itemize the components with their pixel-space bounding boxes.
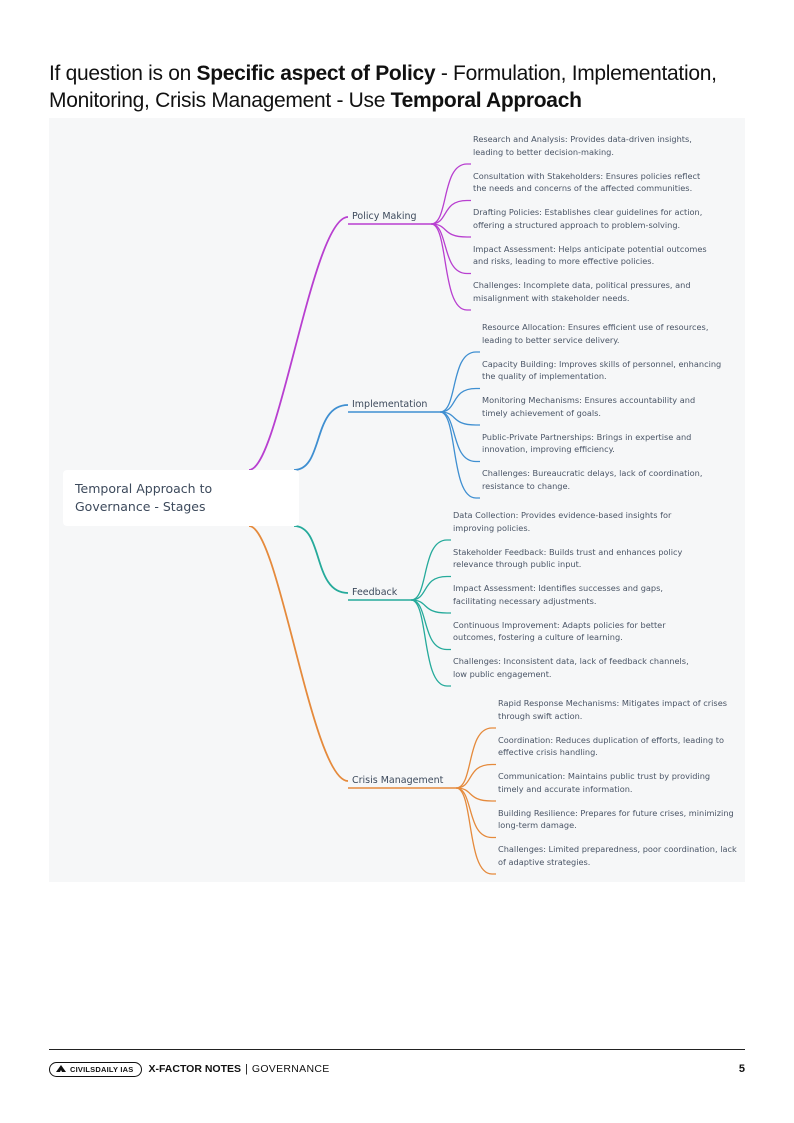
leaf-connector bbox=[455, 787, 496, 875]
heading-text-2: - Formulation, Implementation, Monitorin… bbox=[49, 62, 717, 112]
leaf-item: Impact Assessment: Identifies successes … bbox=[453, 583, 663, 606]
leaf-item: Consultation with Stakeholders: Ensures … bbox=[473, 170, 701, 194]
leaf-connector bbox=[410, 599, 451, 687]
leaf-connector bbox=[430, 199, 471, 225]
leaf-connector bbox=[410, 539, 451, 601]
mindmap-panel: Temporal Approach to Governance - Stages… bbox=[49, 118, 745, 882]
leaf-connector bbox=[410, 575, 451, 601]
mindmap-connectors bbox=[248, 163, 496, 875]
leaf-item: Drafting Policies: Establishes clear gui… bbox=[473, 207, 703, 230]
leaf-connector bbox=[430, 163, 471, 225]
leaf-item: Stakeholder Feedback: Builds trust and e… bbox=[453, 546, 683, 570]
leaf-item: Challenges: Incomplete data, political p… bbox=[473, 280, 691, 303]
leaf-connector bbox=[410, 599, 451, 651]
footer-brand: X-FACTOR NOTES bbox=[148, 1063, 241, 1075]
leaf-item: Challenges: Inconsistent data, lack of f… bbox=[453, 656, 689, 679]
stage-label: Crisis Management bbox=[352, 775, 444, 786]
leaf-item: Resource Allocation: Ensures efficient u… bbox=[482, 322, 709, 345]
leaf-connector bbox=[455, 763, 496, 789]
leaf-item: Data Collection: Provides evidence-based… bbox=[453, 510, 672, 533]
heading-text-1: If question is on bbox=[49, 62, 197, 85]
leaf-connector bbox=[455, 727, 496, 789]
leaf-connector bbox=[455, 787, 496, 839]
stage-label: Implementation bbox=[352, 399, 428, 410]
leaf-item: Coordination: Reduces duplication of eff… bbox=[498, 734, 725, 758]
leaf-connector bbox=[439, 351, 480, 413]
footer-separator: | bbox=[245, 1063, 248, 1075]
leaf-item: Impact Assessment: Helps anticipate pote… bbox=[473, 243, 707, 267]
leaf-item: Public-Private Partnerships: Brings in e… bbox=[482, 431, 692, 455]
leaf-item: Communication: Maintains public trust by… bbox=[498, 771, 711, 794]
page-heading: If question is on Specific aspect of Pol… bbox=[49, 60, 769, 114]
leaf-connector bbox=[439, 411, 480, 463]
leaf-item: Challenges: Bureaucratic delays, lack of… bbox=[482, 468, 703, 491]
leaf-item: Monitoring Mechanisms: Ensures accountab… bbox=[482, 395, 696, 418]
stage-connector bbox=[248, 525, 349, 782]
logo-text: CIVILSDAILY IAS bbox=[70, 1064, 134, 1074]
footer-divider bbox=[49, 1049, 745, 1050]
heading-bold-1: Specific aspect of Policy bbox=[196, 62, 436, 85]
leaf-connector bbox=[430, 223, 471, 311]
leaf-item: Research and Analysis: Provides data-dri… bbox=[473, 134, 692, 157]
leaf-connector bbox=[430, 223, 471, 275]
leaf-item: Building Resilience: Prepares for future… bbox=[498, 807, 734, 831]
stage-connector bbox=[248, 216, 349, 471]
leaf-item: Challenges: Limited preparedness, poor c… bbox=[498, 844, 737, 867]
leaf-connector bbox=[410, 599, 451, 614]
book-icon bbox=[56, 1065, 66, 1072]
heading-bold-2: Temporal Approach bbox=[390, 89, 582, 112]
mindmap-root-node: Temporal Approach to Governance - Stages bbox=[63, 470, 299, 526]
leaf-connector bbox=[439, 411, 480, 499]
leaf-item: Rapid Response Mechanisms: Mitigates imp… bbox=[498, 698, 728, 721]
leaf-connector bbox=[439, 411, 480, 426]
leaf-item: Continuous Improvement: Adapts policies … bbox=[453, 619, 666, 643]
civilsdaily-logo: CIVILSDAILY IAS bbox=[49, 1061, 143, 1077]
leaf-connector bbox=[439, 387, 480, 413]
leaf-item: Capacity Building: Improves skills of pe… bbox=[482, 358, 722, 382]
footer-section: GOVERNANCE bbox=[251, 1063, 330, 1075]
stage-connector bbox=[293, 525, 349, 594]
leaf-connector bbox=[430, 223, 471, 238]
stage-label: Feedback bbox=[352, 587, 398, 598]
stage-connector bbox=[293, 404, 349, 471]
page-footer: CIVILSDAILY IAS X-FACTOR NOTES | GOVERNA… bbox=[49, 1059, 745, 1079]
stage-label: Policy Making bbox=[352, 211, 417, 222]
leaf-connector bbox=[455, 787, 496, 802]
page-number: 5 bbox=[738, 1063, 745, 1075]
